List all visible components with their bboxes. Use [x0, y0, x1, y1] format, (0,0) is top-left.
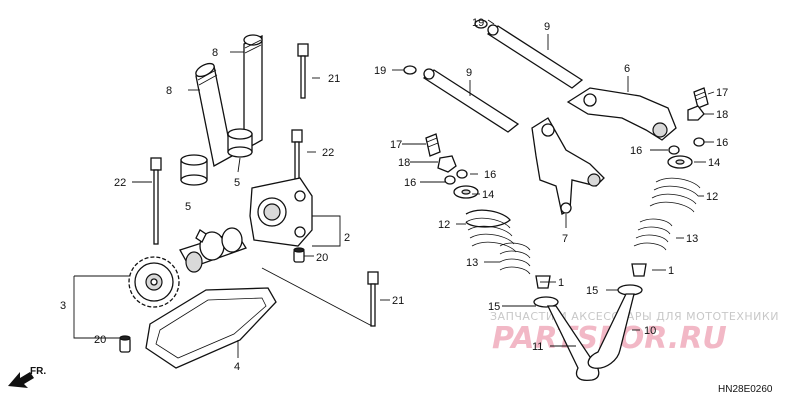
- valve-spring-13-left: [499, 242, 531, 275]
- lock-nut-18-left: [437, 155, 457, 173]
- cam-sprocket: [128, 256, 180, 308]
- ring-16-right-a: [693, 137, 705, 147]
- callout-19-upper: 19: [472, 17, 484, 29]
- callout-7: 7: [562, 233, 568, 245]
- front-arrow-icon: [8, 372, 34, 388]
- ring-16-left-a: [444, 175, 456, 185]
- dowel-pin-20-left: [119, 335, 131, 353]
- callout-22-left: 22: [114, 177, 126, 189]
- front-marker-label: FR.: [30, 366, 46, 377]
- pushrod-lower: [422, 68, 520, 133]
- callout-16-right-a: 16: [716, 137, 728, 149]
- dowel-pin-20-right: [293, 247, 305, 263]
- callout-16-left-a: 16: [404, 177, 416, 189]
- o-ring-19-lower: [403, 65, 417, 75]
- bolt-22-left: [150, 157, 162, 245]
- callout-13-right: 13: [686, 233, 698, 245]
- diagram-code: HN28E0260: [718, 384, 773, 395]
- pushrod-tube-right: [243, 34, 263, 152]
- callout-20-right: 20: [316, 252, 328, 264]
- cylinder-head-gasket: [145, 287, 277, 369]
- callout-5-upper: 5: [234, 177, 240, 189]
- valve-spring-13-right: [633, 218, 673, 251]
- callout-14-right: 14: [708, 157, 720, 169]
- valve-spring-12-left: [465, 209, 517, 253]
- callout-15-right: 15: [586, 285, 598, 297]
- callout-1-right: 1: [668, 265, 674, 277]
- callout-18-left: 18: [398, 157, 410, 169]
- pushrod-tube-left: [195, 62, 233, 168]
- callout-22-center: 22: [322, 147, 334, 159]
- callout-8-right: 8: [212, 47, 218, 59]
- callout-13-left: 13: [466, 257, 478, 269]
- callout-5-lower: 5: [185, 201, 191, 213]
- valve-seal-1-right: [631, 263, 647, 277]
- callout-21-top: 21: [328, 73, 340, 85]
- bolt-21-bottom: [367, 271, 379, 327]
- callout-17-left: 17: [390, 139, 402, 151]
- callout-20-left: 20: [94, 334, 106, 346]
- callout-17-right: 17: [716, 87, 728, 99]
- callout-16-left-b: 16: [484, 169, 496, 181]
- callout-6: 6: [624, 63, 630, 75]
- cam-holder: [249, 177, 313, 247]
- spring-retainer-14-right: [667, 155, 693, 169]
- callout-12-right: 12: [706, 191, 718, 203]
- callout-10: 10: [644, 325, 656, 337]
- tube-collar-left: [180, 154, 208, 186]
- ring-16-right-b: [668, 145, 680, 155]
- bolt-21-top: [297, 43, 309, 99]
- callout-2: 2: [344, 232, 350, 244]
- callout-16-right-b: 16: [630, 145, 642, 157]
- o-ring-19-upper: [474, 19, 488, 29]
- spring-seat-15-left: [533, 296, 559, 308]
- callout-1-left: 1: [558, 277, 564, 289]
- callout-3: 3: [60, 300, 66, 312]
- callout-11: 11: [532, 341, 543, 353]
- leader-lines: [73, 19, 715, 358]
- callout-14-left: 14: [482, 189, 494, 201]
- callout-12-left: 12: [438, 219, 450, 231]
- ring-16-left-b: [456, 169, 468, 179]
- spring-retainer-14-left: [453, 185, 479, 199]
- callout-18-right: 18: [716, 109, 728, 121]
- callout-21-bottom: 21: [392, 295, 404, 307]
- pushrod-upper: [486, 24, 584, 89]
- callout-15-left: 15: [488, 301, 500, 313]
- rocker-arm-7: [531, 117, 605, 215]
- callout-19-lower: 19: [374, 65, 386, 77]
- adjusting-screw-17-left: [425, 133, 441, 157]
- valve-spring-12-right: [649, 177, 701, 213]
- adjusting-screw-17-right: [693, 87, 709, 109]
- callout-9-lower: 9: [466, 67, 472, 79]
- camshaft: [179, 227, 247, 273]
- callout-4: 4: [234, 361, 240, 373]
- rocker-arm-6: [566, 87, 677, 141]
- tube-collar-right: [227, 128, 253, 158]
- valve-10: [587, 293, 635, 369]
- callout-9-upper: 9: [544, 21, 550, 33]
- lock-nut-18-right: [687, 105, 705, 121]
- callout-8-left: 8: [166, 85, 172, 97]
